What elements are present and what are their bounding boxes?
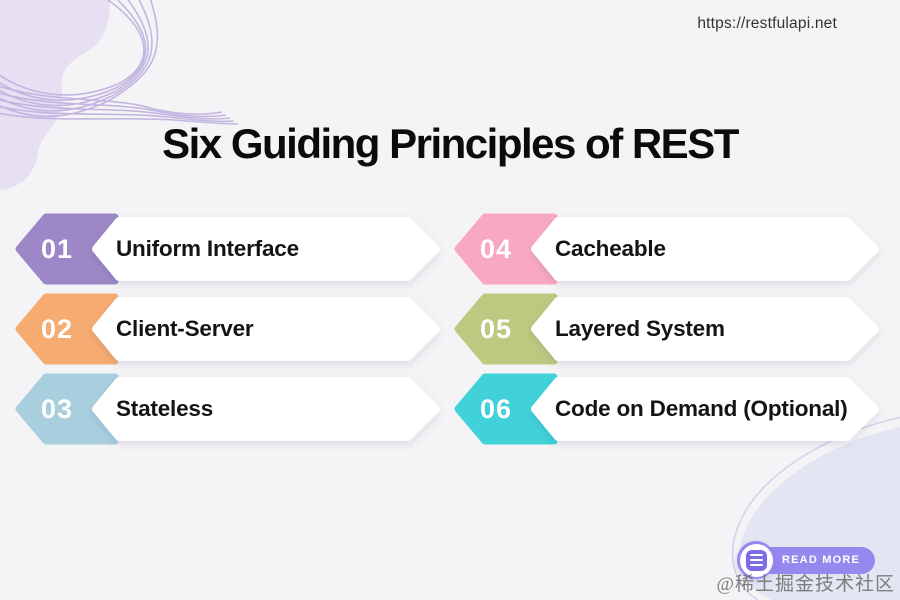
principle-label: Cacheable [555, 236, 666, 261]
principle-number: 03 [40, 393, 74, 424]
ribbon-shape [454, 373, 879, 445]
principle-number: 04 [479, 233, 513, 264]
principle-row-client-server: 02 Client-Server [15, 292, 440, 366]
principle-row-uniform-interface: 01 Uniform Interface [15, 212, 440, 286]
ribbon-shape [454, 293, 879, 365]
list-menu-icon-ring [739, 543, 773, 577]
principle-number: 06 [479, 393, 513, 424]
principle-label: Layered System [555, 316, 725, 341]
principle-label: Client-Server [116, 316, 254, 341]
list-menu-icon-square [745, 549, 767, 571]
principle-row-code-on-demand: 06 Code on Demand (Optional) [454, 372, 879, 446]
ribbon-shape [15, 213, 440, 285]
principle-label: Stateless [116, 396, 214, 421]
read-more-button[interactable]: READ MORE [737, 541, 876, 579]
read-more-label: READ MORE [758, 546, 876, 574]
principle-number: 02 [40, 313, 74, 344]
principle-row-layered-system: 05 Layered System [454, 292, 879, 366]
ribbon-shape [15, 373, 440, 445]
principle-number: 05 [479, 313, 513, 344]
page-title: Six Guiding Principles of REST [162, 120, 739, 167]
list-menu-icon [737, 541, 775, 579]
principle-label: Uniform Interface [116, 236, 299, 261]
watermark: @稀土掘金技术社区 [716, 574, 895, 595]
ribbon-shape [15, 293, 440, 365]
principle-label: Code on Demand (Optional) [555, 396, 848, 421]
swirl-lines [0, 0, 239, 125]
principle-row-stateless: 03 Stateless [15, 372, 440, 446]
principle-number: 01 [40, 233, 74, 264]
ribbon-shape [454, 213, 879, 285]
principle-row-cacheable: 04 Cacheable [454, 212, 879, 286]
site-url: https://restfulapi.net [697, 15, 837, 32]
